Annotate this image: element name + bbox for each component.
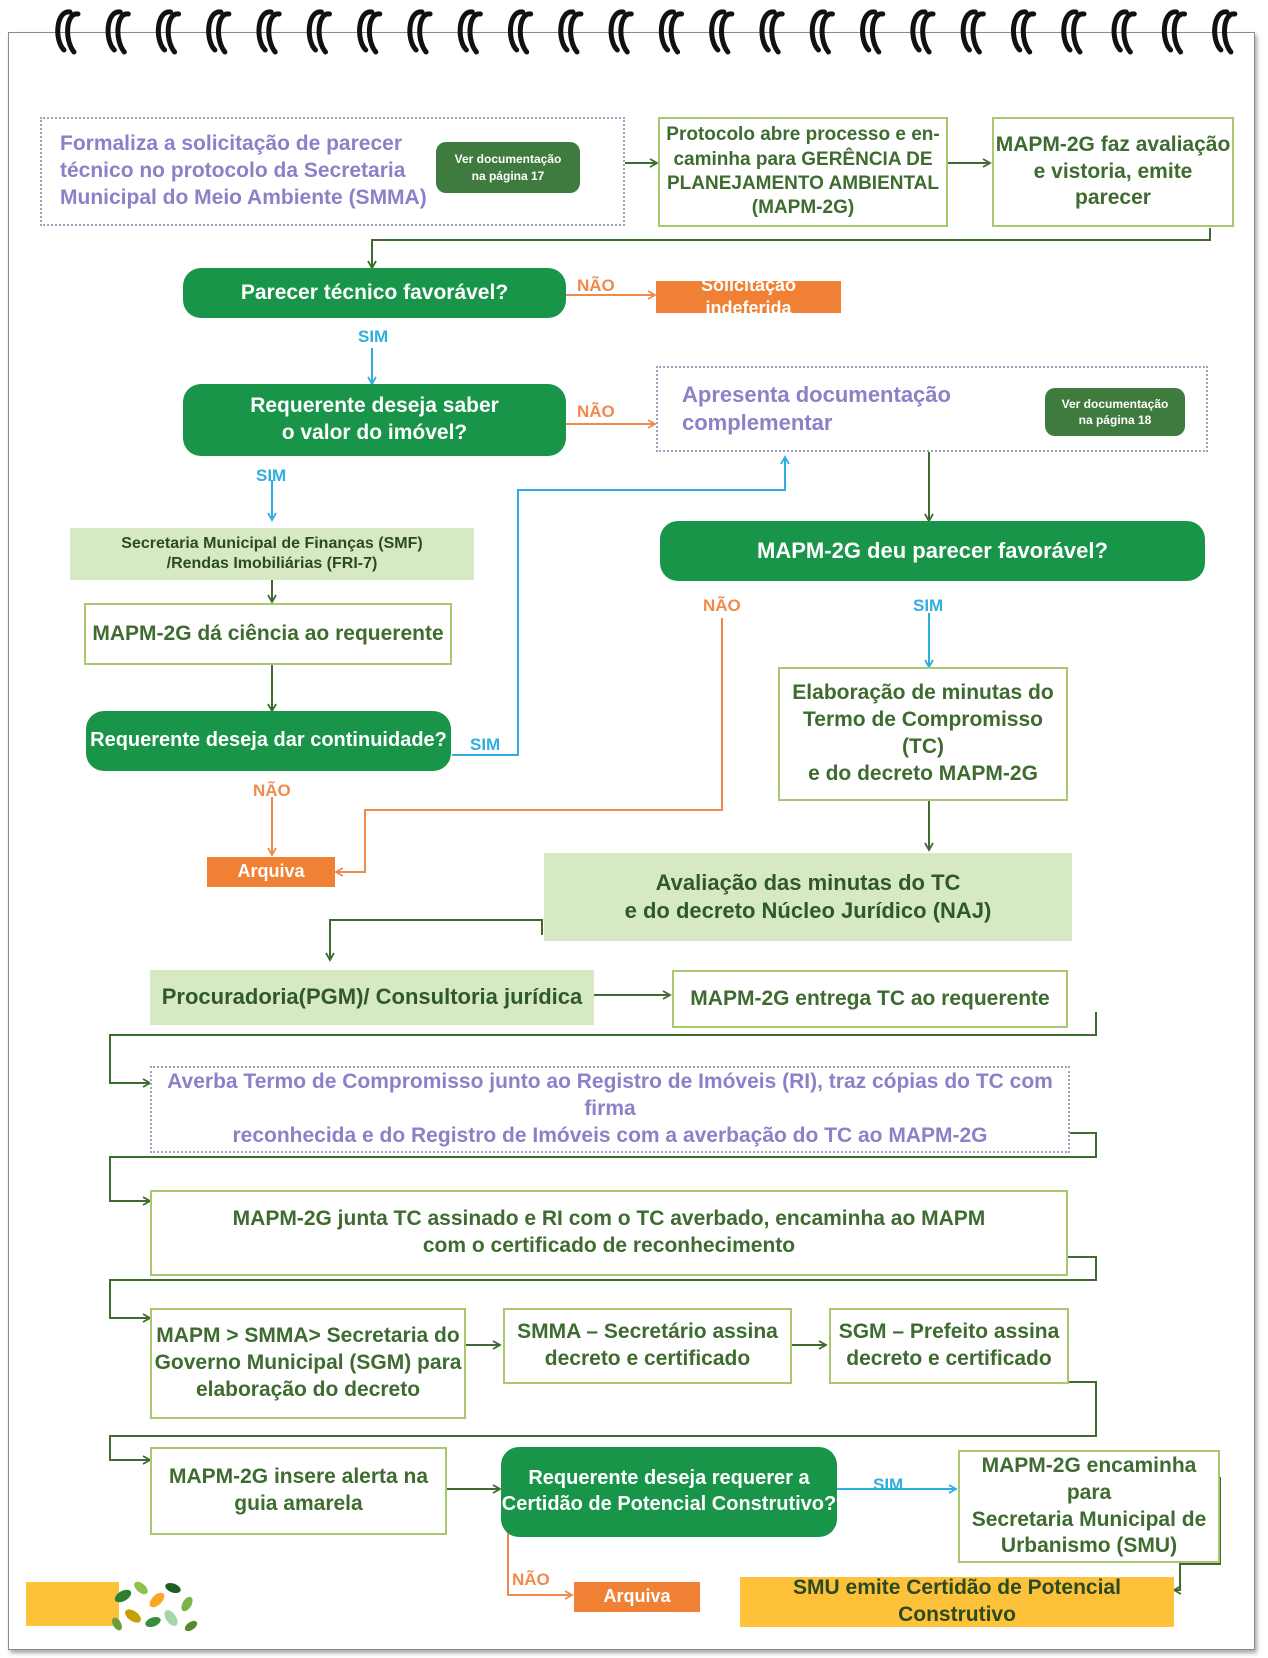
spiral-ring — [1161, 9, 1188, 55]
minutas-box: Elaboração de minutas do Termo de Compro… — [778, 667, 1068, 801]
sim-label-5: SIM — [873, 1475, 904, 1494]
spiral-ring — [407, 9, 433, 55]
avaliacao-vistoria-box: MAPM-2G faz avaliação e vistoria, emite … — [992, 117, 1234, 227]
smma-sgm-box: MAPM > SMMA> Secretaria do Governo Munic… — [150, 1308, 466, 1419]
spiral-ring — [1061, 9, 1087, 55]
naj-box: Avaliação das minutas do TC e do decreto… — [544, 853, 1072, 941]
spiral-ring — [105, 9, 131, 55]
formaliza-text: Formaliza a solicitação de parecer técni… — [60, 132, 427, 209]
spiral-ring — [910, 9, 936, 55]
nao-label-3: NÃO — [703, 596, 741, 615]
spiral-ring — [759, 9, 785, 55]
sim-label-2: SIM — [256, 466, 287, 485]
spiral-ring — [608, 9, 634, 55]
spiral-ring — [860, 9, 886, 55]
spiral-ring — [1212, 9, 1238, 55]
nao-label-5: NÃO — [512, 1570, 550, 1589]
smf-box: Secretaria Municipal de Finanças (SMF) /… — [70, 528, 474, 580]
spiral-ring — [809, 9, 835, 55]
pgm-box: Procuradoria(PGM)/ Consultoria jurídica — [150, 970, 594, 1025]
logo-yellow-block — [26, 1582, 119, 1626]
documentacao-complementar-text: Apresenta documentação complementar — [682, 381, 951, 435]
arquiva-box-1: Arquiva — [207, 857, 335, 887]
nao-label-4: NÃO — [253, 781, 291, 800]
leaf-logo-icon — [112, 1581, 198, 1632]
spiral-ring — [709, 9, 735, 55]
secretario-assina-box: SMMA – Secretário assina decreto e certi… — [503, 1308, 792, 1384]
smu-emite-box: SMU emite Certidão de Potencial Construt… — [740, 1576, 1174, 1627]
smu-box: MAPM-2G encaminha para Secretaria Munici… — [958, 1450, 1220, 1563]
sim-label-3: SIM — [913, 596, 944, 615]
entrega-tc-box: MAPM-2G entrega TC ao requerente — [672, 970, 1068, 1028]
spiral-ring — [256, 9, 282, 55]
spiral-ring — [155, 9, 182, 55]
spiral-ring — [55, 9, 81, 55]
spiral-ring — [1011, 9, 1037, 55]
spiral-ring — [306, 9, 332, 55]
sim-label-1: SIM — [358, 327, 389, 346]
spiral-ring — [457, 9, 483, 55]
continuidade-decision: Requerente deseja dar continuidade? — [86, 711, 451, 771]
sim-label-4: SIM — [470, 735, 501, 754]
documentacao-complementar-box: Apresenta documentação complementar — [656, 366, 1208, 452]
alerta-guia-box: MAPM-2G insere alerta na guia amarela — [150, 1447, 447, 1535]
spiral-ring — [558, 9, 584, 55]
spiral-ring — [960, 9, 986, 55]
averba-box: Averba Termo de Compromisso junto ao Reg… — [150, 1066, 1070, 1153]
valor-imovel-decision: Requerente deseja saber o valor do imóve… — [183, 384, 566, 456]
protocolo-box: Protocolo abre processo e en- caminha pa… — [658, 117, 948, 227]
junta-tc-box: MAPM-2G junta TC assinado e RI com o TC … — [150, 1190, 1068, 1276]
ciencia-box: MAPM-2G dá ciência ao requerente — [84, 603, 452, 665]
ver-documentacao-17-badge[interactable]: Ver documentação na página 17 — [436, 142, 580, 193]
spiral-ring — [206, 9, 232, 55]
solicitacao-indeferida-box: Solicitação indeferida — [656, 275, 841, 318]
parecer-favoravel-decision: Parecer técnico favorável? — [183, 268, 566, 318]
nao-label-2: NÃO — [577, 402, 615, 421]
arquiva-box-2: Arquiva — [574, 1582, 700, 1612]
spiral-ring — [658, 9, 685, 55]
nao-label-1: NÃO — [577, 276, 615, 295]
ver-documentacao-18-badge[interactable]: Ver documentação na página 18 — [1045, 388, 1185, 436]
spiral-ring — [508, 9, 534, 55]
prefeito-assina-box: SGM – Prefeito assina decreto e certific… — [829, 1308, 1069, 1384]
mapm-parecer-decision: MAPM-2G deu parecer favorável? — [660, 521, 1205, 581]
spiral-binding — [55, 9, 1238, 55]
certidao-decision: Requerente deseja requerer a Certidão de… — [501, 1447, 837, 1537]
spiral-ring — [1111, 9, 1137, 55]
spiral-ring — [357, 9, 383, 55]
